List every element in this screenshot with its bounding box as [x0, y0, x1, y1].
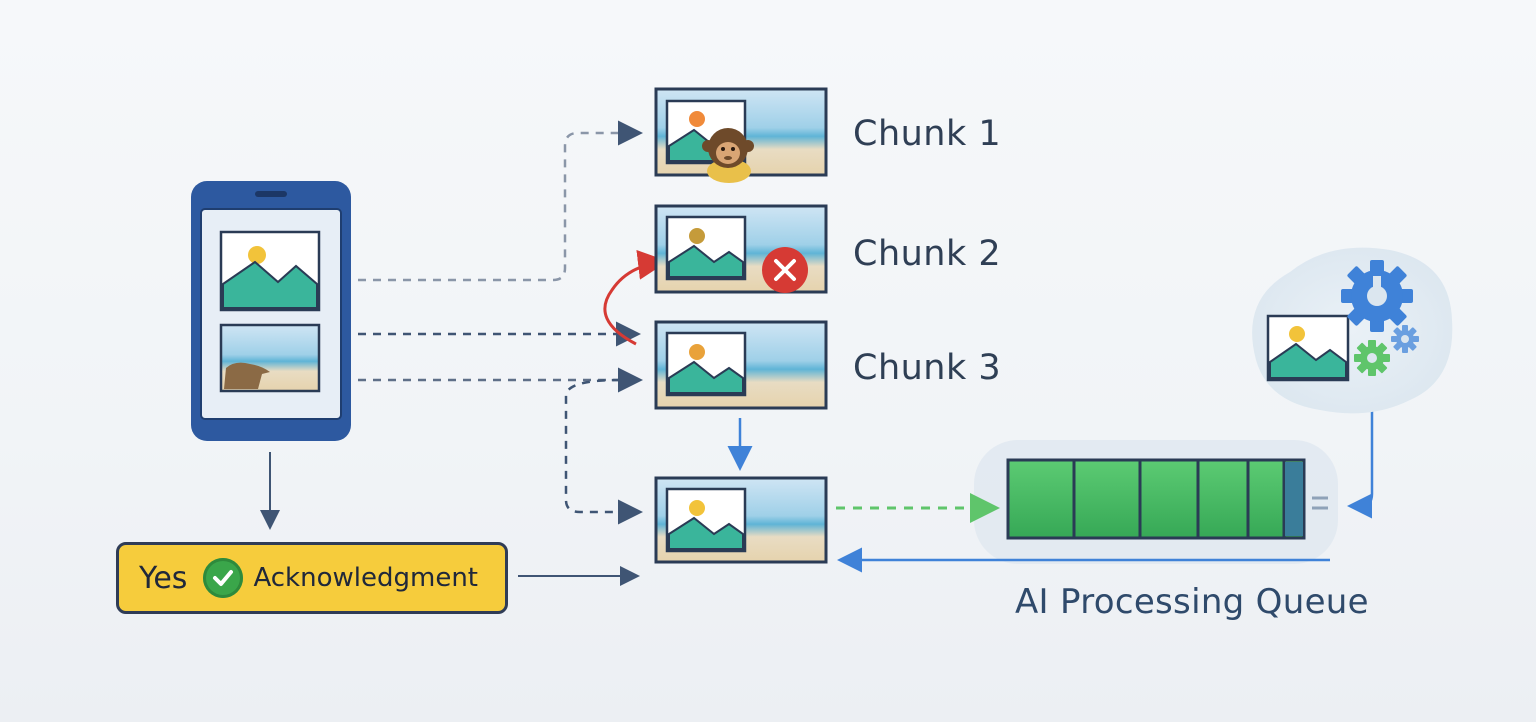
queue-label: AI Processing Queue — [1015, 582, 1369, 622]
small-blue-gear-icon — [1391, 325, 1419, 353]
chunk-2-thumbnail — [654, 204, 828, 294]
phone-to-chunk1-arrow — [358, 120, 643, 282]
chunk-2-label: Chunk 2 — [853, 234, 1002, 274]
phone-image-icon — [219, 230, 321, 312]
phone-icon — [191, 181, 351, 441]
chunk-1-label: Chunk 1 — [853, 114, 1002, 154]
small-green-gear-icon — [1354, 340, 1390, 376]
acknowledgment-box: Yes Acknowledgment — [116, 542, 508, 614]
ai-processor-cloud — [1252, 247, 1453, 414]
check-icon — [203, 558, 244, 598]
chunk-1-thumbnail — [654, 87, 828, 183]
ack-text-label: Acknowledgment — [253, 563, 478, 593]
chunk-3-thumbnail — [654, 320, 828, 410]
processor-image-icon — [1266, 314, 1350, 382]
monkey-icon — [702, 128, 754, 183]
chunk-3-label: Chunk 3 — [853, 348, 1002, 388]
retry-path-arrow — [564, 378, 643, 525]
error-x-icon — [762, 247, 808, 293]
merged-chunk-thumbnail — [654, 476, 828, 564]
phone-beach-image — [219, 323, 321, 393]
retry-red-arrow — [603, 249, 668, 346]
queue-to-processor-arrow — [1312, 404, 1374, 519]
gear-icon — [1341, 260, 1413, 332]
ack-yes-label: Yes — [139, 560, 188, 596]
queue-container — [974, 440, 1338, 564]
